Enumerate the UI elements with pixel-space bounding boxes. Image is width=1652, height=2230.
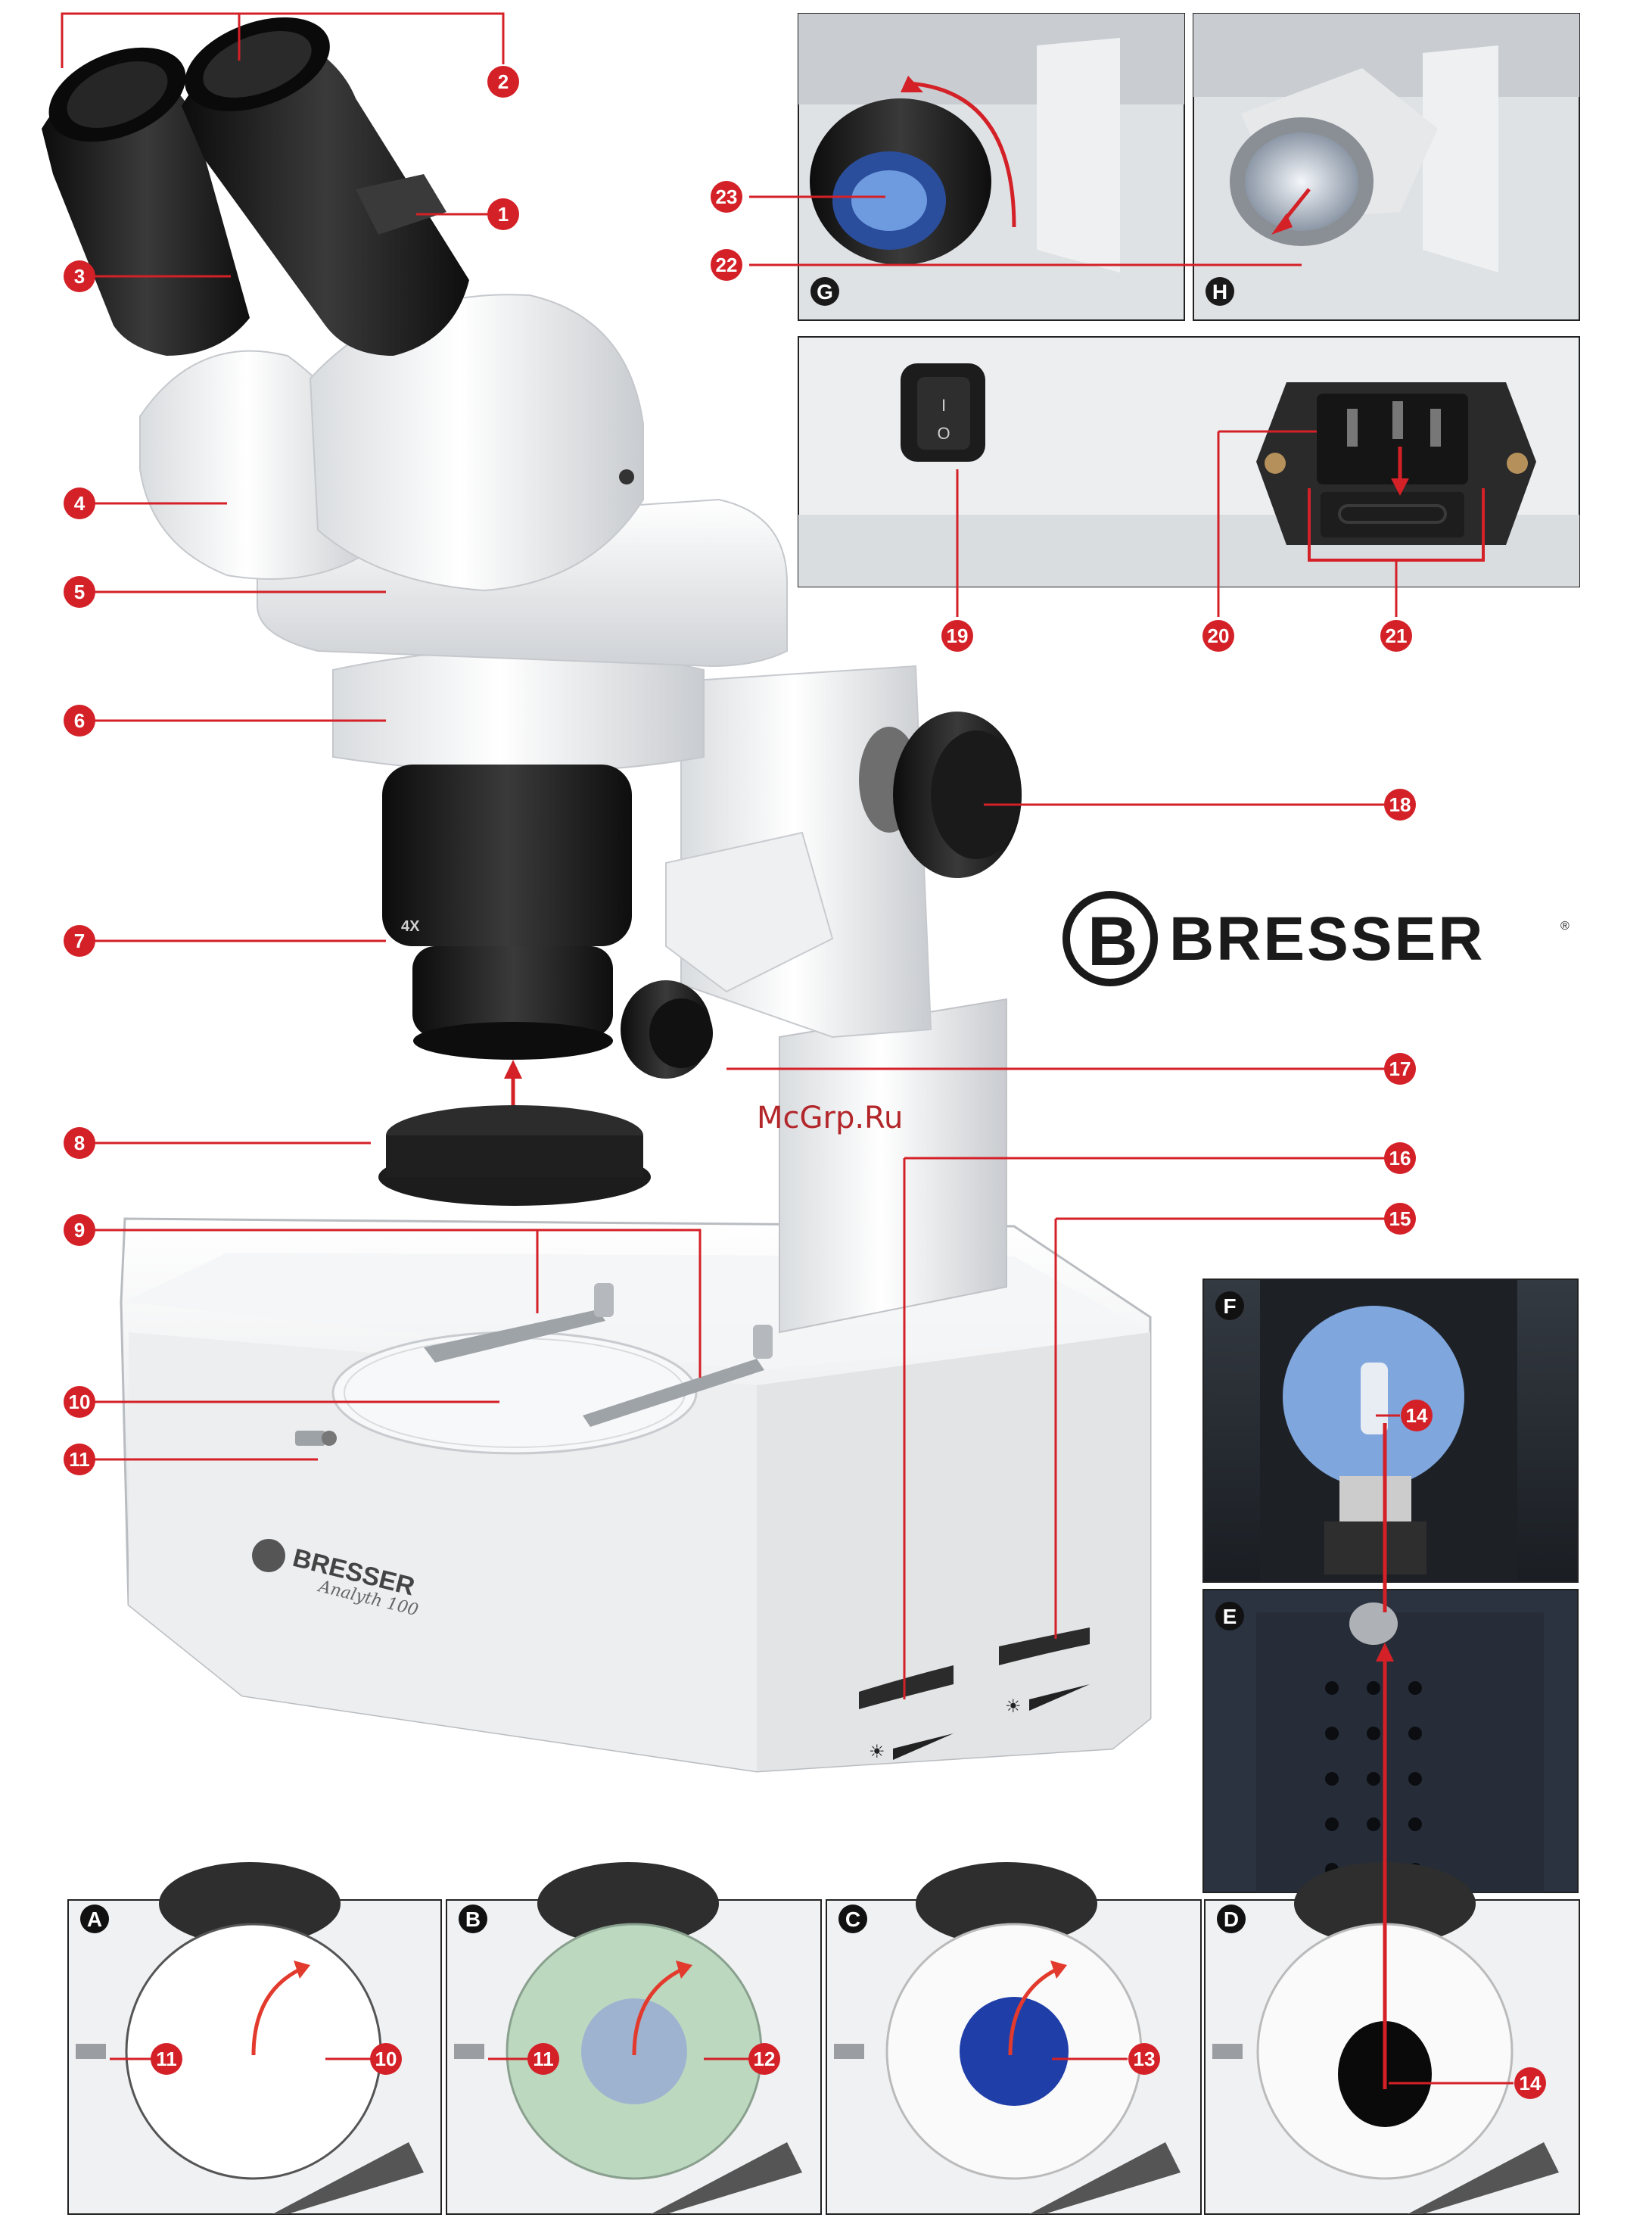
objective-lens: 4X (382, 765, 632, 1060)
power-socket[interactable] (1256, 382, 1536, 545)
svg-text:12: 12 (754, 2048, 776, 2070)
panel-e: E (1203, 1590, 1578, 1892)
panel-letter-h: H (1212, 280, 1227, 304)
svg-text:14: 14 (1520, 2072, 1542, 2095)
brand-name: BRESSER (1169, 905, 1485, 973)
callout-21: 21 (1380, 620, 1412, 652)
arrow-head-icon (504, 1060, 522, 1079)
stage-plate[interactable] (333, 1332, 696, 1453)
objective-magnification: 4X (401, 918, 420, 935)
power-panel: I O (798, 337, 1579, 587)
callout-11: 11 (64, 1444, 95, 1475)
callout-a-10: 10 (370, 2043, 402, 2075)
svg-text:10: 10 (69, 1391, 91, 1413)
callout-19: 19 (941, 620, 973, 652)
fuse-holder[interactable] (1321, 492, 1464, 537)
callout-17: 17 (1384, 1053, 1416, 1085)
svg-text:15: 15 (1389, 1207, 1411, 1230)
panel-letter-e: E (1223, 1605, 1237, 1628)
svg-text:1: 1 (498, 203, 509, 226)
svg-text:14: 14 (1406, 1404, 1428, 1427)
panel-g: G (798, 14, 1184, 320)
bresser-logo: B BRESSER ® (1066, 895, 1570, 983)
access-screw[interactable] (1349, 1602, 1398, 1645)
svg-text:22: 22 (716, 254, 738, 276)
callout-3: 3 (64, 260, 95, 292)
callout-10: 10 (64, 1386, 95, 1418)
svg-text:4: 4 (74, 492, 86, 515)
watermark: McGrp.Ru (757, 1101, 903, 1135)
svg-text:8: 8 (74, 1132, 85, 1154)
svg-text:3: 3 (74, 265, 85, 288)
svg-text:20: 20 (1208, 624, 1230, 647)
callout-b-11: 11 (527, 2043, 559, 2075)
svg-text:2: 2 (498, 70, 509, 93)
callout-23: 23 (711, 181, 742, 213)
svg-text:5: 5 (74, 581, 85, 603)
svg-text:23: 23 (716, 185, 738, 208)
sun-icon: ☀ (1005, 1696, 1022, 1717)
power-switch[interactable]: I O (901, 363, 985, 462)
switch-off-symbol: O (937, 424, 950, 443)
pillar (779, 999, 1006, 1332)
svg-text:21: 21 (1386, 624, 1408, 647)
panel-letter-a: A (87, 1908, 102, 1931)
svg-text:13: 13 (1134, 2048, 1156, 2070)
svg-text:10: 10 (375, 2048, 397, 2070)
panel-b: B (446, 1862, 821, 2214)
panel-letter-b: B (465, 1908, 481, 1931)
callout-18: 18 (1384, 789, 1416, 821)
svg-text:18: 18 (1389, 793, 1411, 816)
callout-16: 16 (1384, 1142, 1416, 1174)
blue-filter-disc (960, 1997, 1069, 2106)
svg-text:7: 7 (74, 930, 85, 952)
callout-20: 20 (1202, 620, 1234, 652)
svg-text:11: 11 (156, 2048, 177, 2070)
svg-text:11: 11 (69, 1448, 90, 1471)
svg-text:11: 11 (533, 2048, 554, 2070)
panel-a: A (68, 1862, 441, 2214)
callout-15: 15 (1384, 1203, 1416, 1235)
svg-text:6: 6 (74, 709, 85, 732)
panel-letter-g: G (817, 280, 833, 304)
base-logo-icon (252, 1539, 285, 1572)
panel-c: C (826, 1862, 1201, 2214)
callout-c-13: 13 (1128, 2043, 1160, 2075)
panel-h: H (1193, 14, 1579, 320)
callout-7: 7 (64, 925, 95, 957)
head-ring (333, 649, 704, 773)
panel-f: F (1203, 1279, 1578, 1582)
callout-14: 14 (1401, 1400, 1433, 1431)
panel-d: D (1205, 1862, 1579, 2214)
callout-2: 2 (487, 66, 519, 98)
callout-9: 9 (64, 1214, 95, 1246)
logo-letter: B (1087, 903, 1137, 980)
callout-8: 8 (64, 1127, 95, 1159)
panel-letter-f: F (1223, 1294, 1236, 1318)
svg-text:9: 9 (74, 1219, 85, 1241)
svg-text:19: 19 (947, 624, 969, 647)
svg-text:16: 16 (1389, 1147, 1411, 1170)
svg-text:17: 17 (1389, 1057, 1411, 1080)
callout-d-14: 14 (1514, 2067, 1546, 2099)
callout-b-12: 12 (748, 2043, 780, 2075)
filter-selector-knob[interactable] (295, 1431, 337, 1446)
panel-letter-c: C (845, 1908, 860, 1931)
callout-1: 1 (487, 198, 519, 230)
callout-4: 4 (64, 487, 95, 519)
callout-5: 5 (64, 576, 95, 608)
callout-a-11: 11 (151, 2043, 182, 2075)
callout-6: 6 (64, 705, 95, 737)
base-right-face (757, 1332, 1150, 1771)
stage-insert-plate[interactable] (378, 1105, 651, 1206)
registered-mark: ® (1560, 920, 1570, 933)
switch-on-symbol: I (941, 396, 946, 415)
panel-letter-d: D (1224, 1908, 1239, 1931)
callout-22: 22 (711, 249, 742, 281)
sun-icon: ☀ (869, 1741, 885, 1762)
halogen-reflector-lamp (1245, 132, 1358, 231)
